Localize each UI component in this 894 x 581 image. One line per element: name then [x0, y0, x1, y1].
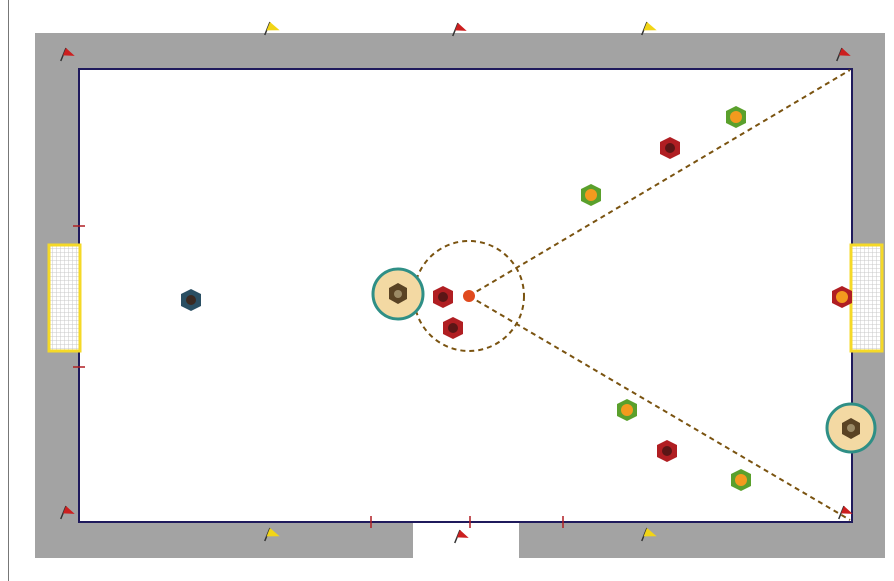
- goal-right: [851, 245, 882, 351]
- wall-bottom-right: [519, 522, 885, 558]
- wall-bottom-left: [35, 522, 413, 558]
- wall-top: [35, 33, 885, 69]
- highlighted-robot-right: [827, 404, 875, 452]
- flag-icon: [455, 530, 470, 547]
- ball-icon: [463, 290, 475, 302]
- highlighted-robot-left: [373, 269, 423, 319]
- goal-net-icon: [851, 245, 882, 351]
- goal-left: [49, 245, 80, 351]
- goal-net-icon: [49, 245, 80, 351]
